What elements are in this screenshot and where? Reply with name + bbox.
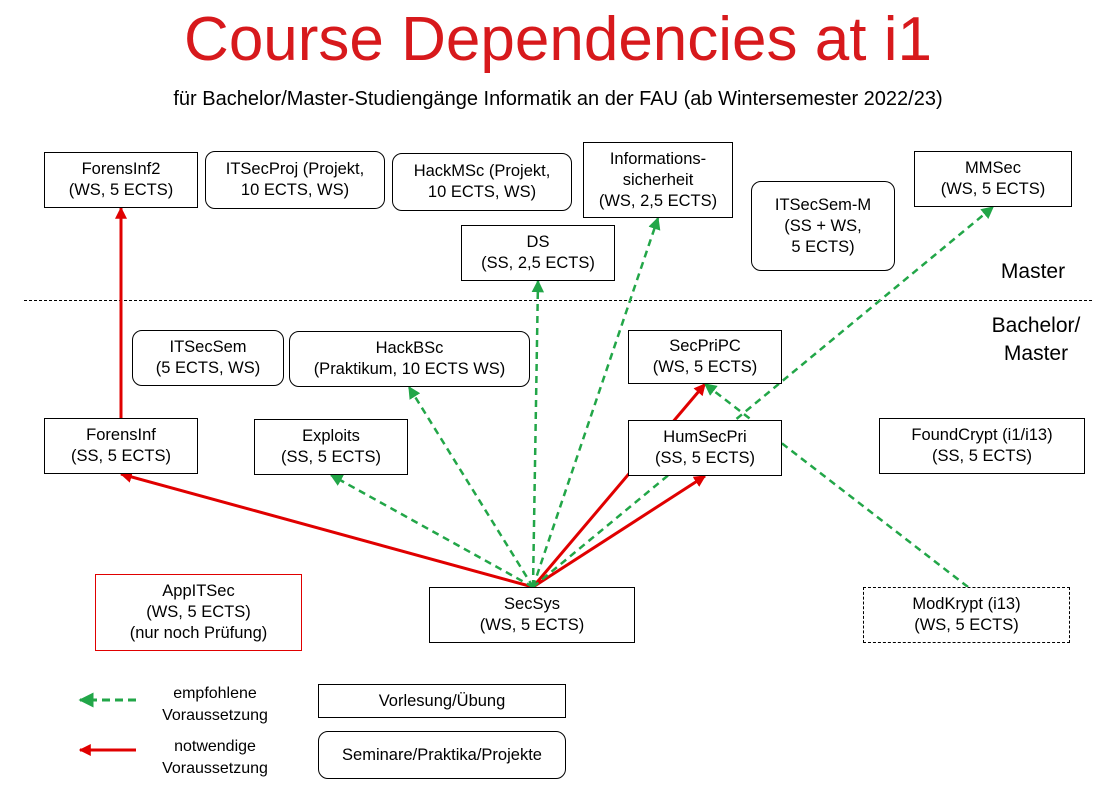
course-details: (WS, 5 ECTS) [940,180,1046,198]
course-details: (WS, 5 ECTS) [914,616,1019,634]
course-exploits[interactable]: Exploits (SS, 5 ECTS) [254,419,408,475]
course-note: (nur noch Prüfung) [129,624,268,642]
edge-secsys-to-exploits [329,473,534,589]
course-name: AppITSec [162,582,235,600]
edge-secsys-to-ds [531,279,545,588]
course-name-line1: Informations- [609,149,707,168]
course-details: (SS, 5 ECTS) [655,449,755,467]
course-secsys[interactable]: SecSys (WS, 5 ECTS) [429,587,635,643]
course-appitsec[interactable]: AppITSec (WS, 5 ECTS) (nur noch Prüfung) [95,574,302,651]
course-secpripc[interactable]: SecPriPC (WS, 5 ECTS) [628,330,782,384]
course-details: (5 ECTS, WS) [155,359,261,377]
course-humsecpri[interactable]: HumSecPri (SS, 5 ECTS) [628,420,782,476]
course-name: HackBSc [375,339,444,357]
course-details: (SS, 5 ECTS) [71,447,171,465]
course-name: ITSecSem-M [774,195,872,214]
edge-secsys-to-secpripc [531,383,707,588]
course-name: MMSec [965,159,1021,177]
course-details: 10 ECTS, WS) [240,181,350,199]
course-name: DS [526,233,550,251]
course-name: ForensInf [86,426,156,444]
course-name: ITSecProj (Projekt, [225,160,365,178]
course-details: (Praktikum, 10 ECTS WS) [313,360,506,378]
course-name: ITSecSem [169,338,247,356]
course-hackmsc[interactable]: HackMSc (Projekt, 10 ECTS, WS) [392,153,572,211]
course-details: (SS, 5 ECTS) [281,448,381,466]
legend-seminar-box: Seminare/Praktika/Projekte [318,731,566,779]
legend-lecture-label: Vorlesung/Übung [378,691,506,710]
course-name: HumSecPri [663,428,747,446]
course-mmsec[interactable]: MMSec (WS, 5 ECTS) [914,151,1072,207]
course-name: ForensInf2 [81,160,161,178]
edge-secsys-to-hackbsc [407,385,535,588]
course-details: (WS, 5 ECTS) [146,603,251,621]
diagram-subtitle: für Bachelor/Master-Studiengänge Informa… [173,88,943,110]
course-forensinf2[interactable]: ForensInf2 (WS, 5 ECTS) [44,152,198,208]
course-ds[interactable]: DS (SS, 2,5 ECTS) [461,225,615,281]
course-details: (WS, 5 ECTS) [68,181,174,199]
zone-label-bachelor-master-line2: Master [1003,342,1069,365]
course-name: Exploits [302,427,360,445]
course-itsecsem[interactable]: ITSecSem (5 ECTS, WS) [132,330,284,386]
legend-required-label-line2: Voraussetzung [162,760,268,777]
course-details: (SS, 2,5 ECTS) [481,254,595,272]
course-details-line2: 5 ECTS) [791,237,855,256]
course-name: HackMSc (Projekt, [413,162,551,180]
course-forensinf[interactable]: ForensInf (SS, 5 ECTS) [44,418,198,474]
course-details-line1: (SS + WS, [784,216,862,235]
course-name: SecPriPC [669,337,741,355]
legend-required-label-line1: notwendige [174,738,256,755]
course-details: 10 ECTS, WS) [427,183,537,201]
course-name: FoundCrypt (i1/i13) [911,426,1053,444]
course-details: (WS, 2,5 ECTS) [598,191,718,210]
course-name: SecSys [504,595,560,613]
edge-secsys-to-forensinf [119,471,534,589]
edge-secsys-to-infosich [531,216,661,588]
course-modkrypt[interactable]: ModKrypt (i13) (WS, 5 ECTS) [863,587,1070,643]
course-hackbsc[interactable]: HackBSc (Praktikum, 10 ECTS WS) [289,331,530,387]
diagram-title: Course Dependencies at i1 [184,5,932,74]
legend-seminar-label: Seminare/Praktika/Projekte [342,745,542,764]
legend-lecture-box: Vorlesung/Übung [318,684,566,718]
course-itsecproj[interactable]: ITSecProj (Projekt, 10 ECTS, WS) [205,151,385,209]
course-itsecsem-m[interactable]: ITSecSem-M (SS + WS, 5 ECTS) [751,181,895,271]
course-details: (WS, 5 ECTS) [479,616,585,634]
course-informationssicherheit[interactable]: Informations- sicherheit (WS, 2,5 ECTS) [583,142,733,218]
edge-secsys-to-mmsec [532,206,994,588]
edge-secsys-to-humsecpri [532,474,707,589]
course-name: ModKrypt (i13) [912,595,1021,613]
master-bachelor-divider [24,300,1092,301]
legend-recommended-label-line2: Voraussetzung [162,707,268,724]
course-details: (WS, 5 ECTS) [652,358,758,376]
edge-modkrypt-to-secpripc [704,383,969,588]
legend-recommended-label-line1: empfohlene [173,685,257,702]
course-details: (SS, 5 ECTS) [932,447,1032,465]
course-name-line2: sicherheit [622,170,694,189]
zone-label-master: Master [1000,260,1066,283]
course-foundcrypt[interactable]: FoundCrypt (i1/i13) (SS, 5 ECTS) [879,418,1085,474]
zone-label-bachelor-master-line1: Bachelor/ [991,314,1081,337]
